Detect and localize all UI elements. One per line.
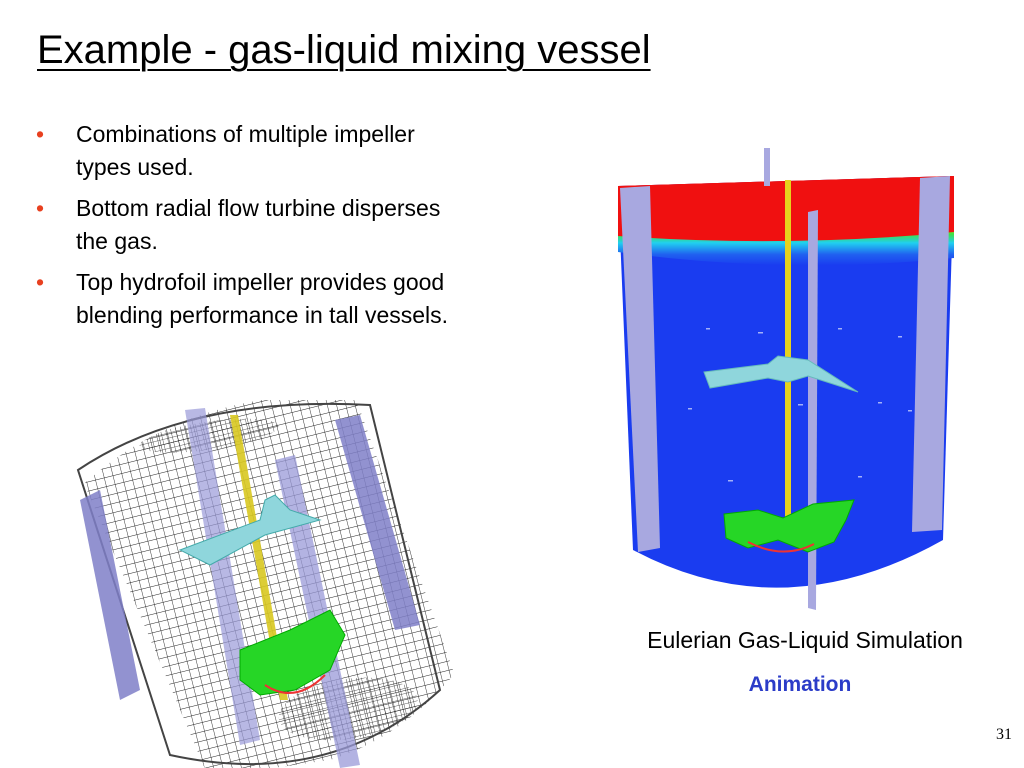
bullet-item: • Top hydrofoil impeller provides good b… bbox=[36, 266, 476, 332]
bullet-text: Bottom radial flow turbine disperses the… bbox=[76, 195, 441, 254]
simulation-image bbox=[618, 148, 954, 610]
slide-title: Example - gas-liquid mixing vessel bbox=[37, 28, 651, 72]
bullet-text: Top hydrofoil impeller provides good ble… bbox=[76, 269, 449, 328]
bullet-icon: • bbox=[36, 195, 45, 221]
vessel-mesh-image bbox=[76, 400, 460, 768]
bullet-item: • Combinations of multiple impeller type… bbox=[36, 118, 476, 184]
bullet-icon: • bbox=[36, 269, 45, 295]
figure-caption: Eulerian Gas-Liquid Simulation bbox=[647, 627, 963, 653]
bullet-list: • Combinations of multiple impeller type… bbox=[36, 118, 476, 340]
animation-link[interactable]: Animation bbox=[748, 673, 852, 696]
bullet-text: Combinations of multiple impeller types … bbox=[76, 121, 415, 180]
bullet-item: • Bottom radial flow turbine disperses t… bbox=[36, 192, 476, 258]
bullet-icon: • bbox=[36, 121, 45, 147]
page-number: 31 bbox=[996, 726, 1012, 743]
